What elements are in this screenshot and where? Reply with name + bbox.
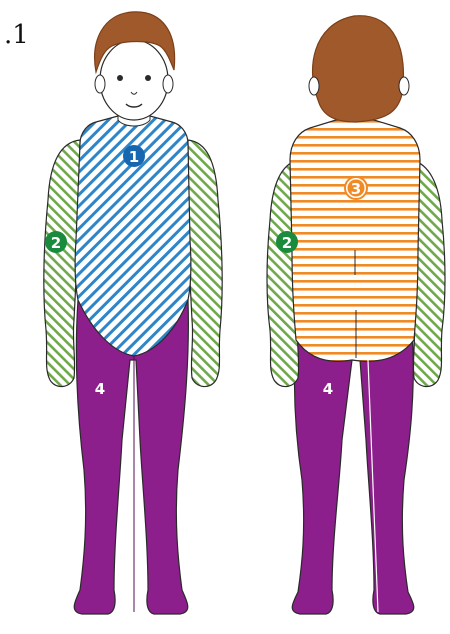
back-figure	[267, 16, 445, 614]
front-figure	[44, 12, 222, 614]
front-face	[100, 40, 168, 120]
back-ear-right	[399, 77, 409, 95]
label-front-4: 4	[95, 380, 105, 398]
back-hair	[313, 16, 404, 122]
front-arm-right-region	[188, 140, 222, 387]
badge-back-3: 3	[345, 177, 367, 199]
front-eye-left	[117, 75, 123, 81]
badge-front-2-label: 2	[51, 234, 61, 252]
badge-back-2: 2	[276, 231, 298, 253]
back-legs-region	[292, 330, 414, 614]
front-ear-left	[95, 75, 105, 93]
back-torso-region	[290, 120, 420, 361]
badge-back-3-label: 3	[351, 180, 361, 198]
badge-front-1-label: 1	[129, 148, 139, 166]
badge-front-2: 2	[45, 231, 67, 253]
badge-back-2-label: 2	[282, 234, 292, 252]
front-ear-right	[163, 75, 173, 93]
label-back-4: 4	[323, 380, 333, 398]
badge-front-1: 1	[123, 145, 145, 167]
front-eye-right	[145, 75, 151, 81]
back-ear-left	[309, 77, 319, 95]
